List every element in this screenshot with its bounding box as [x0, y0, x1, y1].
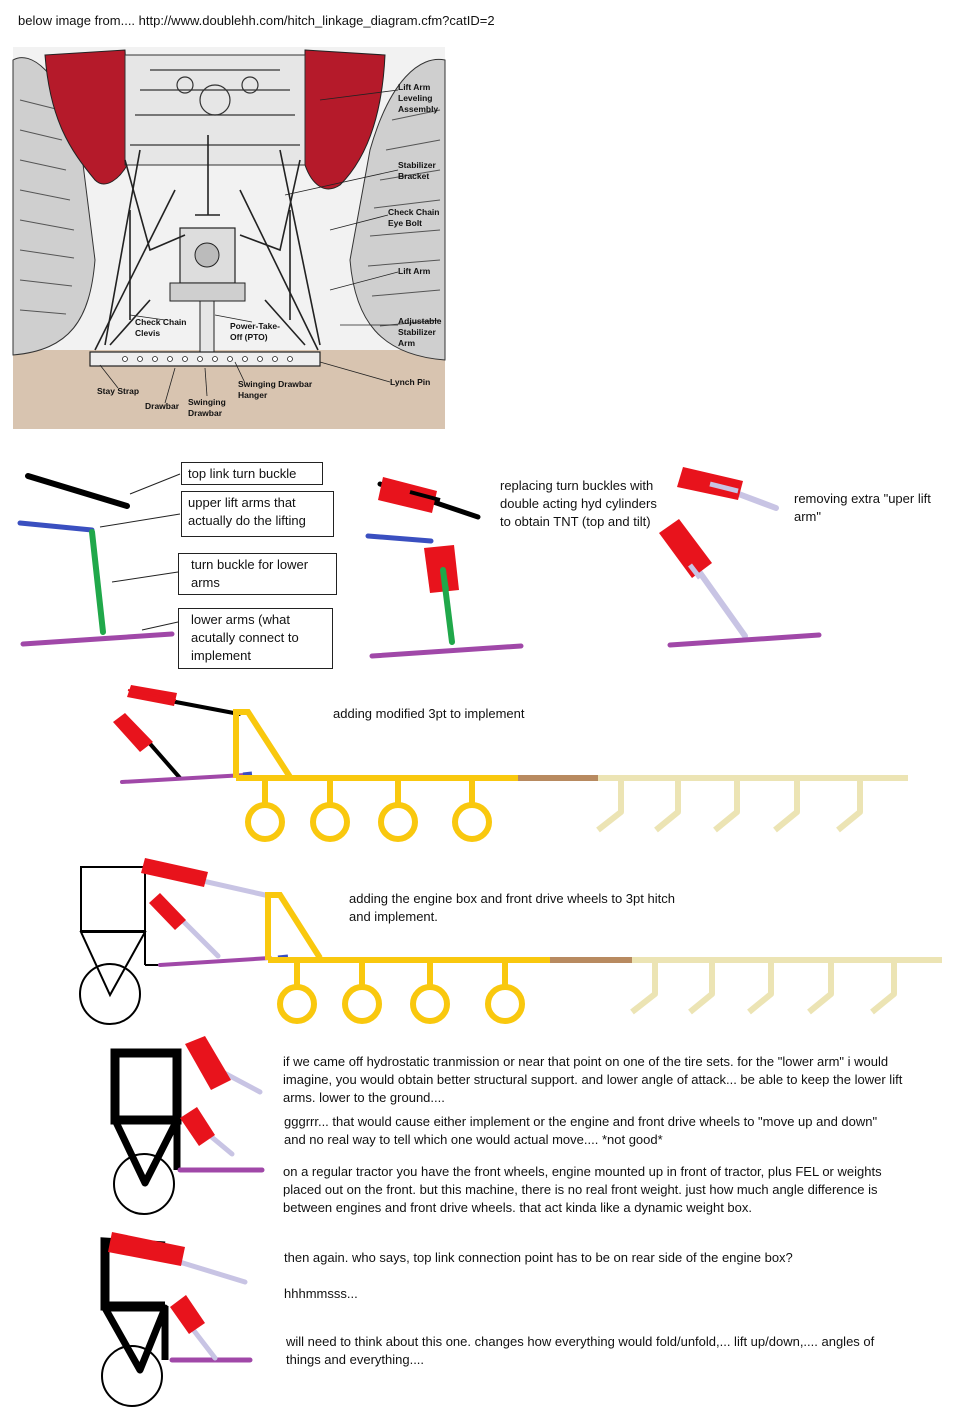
label-lift-arm-leveling: Lift Arm Leveling Assembly: [398, 82, 438, 114]
label-swinging-drawbar-hanger: Swinging Drawbar Hanger: [238, 379, 315, 400]
legend-lower-arms: lower arms (what acutally connect to imp…: [178, 608, 333, 669]
note-adding-3pt: adding modified 3pt to implement: [333, 706, 525, 721]
note-removing: removing extra "uper lift arm": [794, 491, 931, 524]
label-adjustable-stabilizer: Adjustable Stabilizer Arm: [398, 316, 444, 348]
legend-turn-buckle-lower: turn buckle for lower arms: [178, 553, 337, 595]
note-grrr: gggrrr... that would cause either implem…: [284, 1114, 878, 1147]
hitch-photo: Lift Arm Leveling Assembly Stabilizer Br…: [12, 47, 446, 429]
label-lift-arm: Lift Arm: [398, 266, 431, 276]
note-hmm: hhhmmsss...: [284, 1286, 358, 1301]
label-stabilizer-bracket: Stabilizer Bracket: [398, 160, 438, 181]
engine-box-sketch: [79, 858, 942, 1025]
note-replacing: replacing turn buckles with double actin…: [500, 478, 657, 529]
note-then-again: then again. who says, top link connectio…: [284, 1250, 793, 1265]
source-caption: below image from.... http://www.doublehh…: [18, 13, 495, 28]
note-think: will need to think about this one. chang…: [286, 1334, 875, 1367]
front-toplink-sketch: [100, 1232, 253, 1407]
label-check-chain-clevis: Check Chain Clevis: [135, 317, 189, 338]
label-stay-strap: Stay Strap: [97, 386, 139, 396]
remove-arm-sketch: [659, 467, 822, 648]
implement-3pt-sketch: [113, 685, 908, 842]
legend-sketch: [17, 473, 181, 647]
label-pto: Power-Take- Off (PTO): [230, 321, 282, 342]
label-check-chain-eye-bolt: Check Chain Eye Bolt: [388, 207, 442, 228]
note-adding-engine: adding the engine box and front drive wh…: [349, 891, 675, 924]
label-lynch-pin: Lynch Pin: [390, 377, 430, 387]
legend-top-link: top link turn buckle: [181, 462, 323, 485]
label-drawbar: Drawbar: [145, 401, 180, 411]
note-hydrostatic: if we came off hydrostatic tranmission o…: [283, 1054, 903, 1105]
hydraulic-sketch: [365, 477, 524, 659]
label-swinging-drawbar: Swinging Drawbar: [188, 397, 228, 418]
hydrostatic-sketch: [110, 1036, 265, 1215]
legend-upper-lift: upper lift arms that actually do the lif…: [181, 491, 334, 537]
note-regular-tractor: on a regular tractor you have the front …: [283, 1164, 882, 1215]
